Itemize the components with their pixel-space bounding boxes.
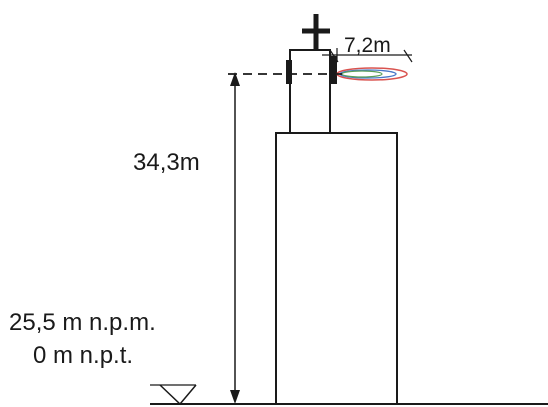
height-arrow-bottom <box>230 390 240 404</box>
ground-level-marker <box>159 384 197 406</box>
offset-tick-left <box>329 49 339 63</box>
offset-label: 7,2m <box>344 34 391 57</box>
building <box>275 132 398 405</box>
offset-tick-right <box>403 49 413 63</box>
antenna-beam-icon <box>336 67 408 81</box>
elevation-sea-label: 25,5 m n.p.m. <box>9 309 156 336</box>
antenna-left <box>286 60 292 84</box>
height-arrow-top <box>230 72 240 86</box>
antenna-right <box>331 56 337 84</box>
antenna-mast <box>289 49 331 134</box>
cross-icon <box>302 14 330 50</box>
height-label: 34,3m <box>133 149 200 176</box>
elevation-ground-label: 0 m n.p.t. <box>33 342 133 369</box>
